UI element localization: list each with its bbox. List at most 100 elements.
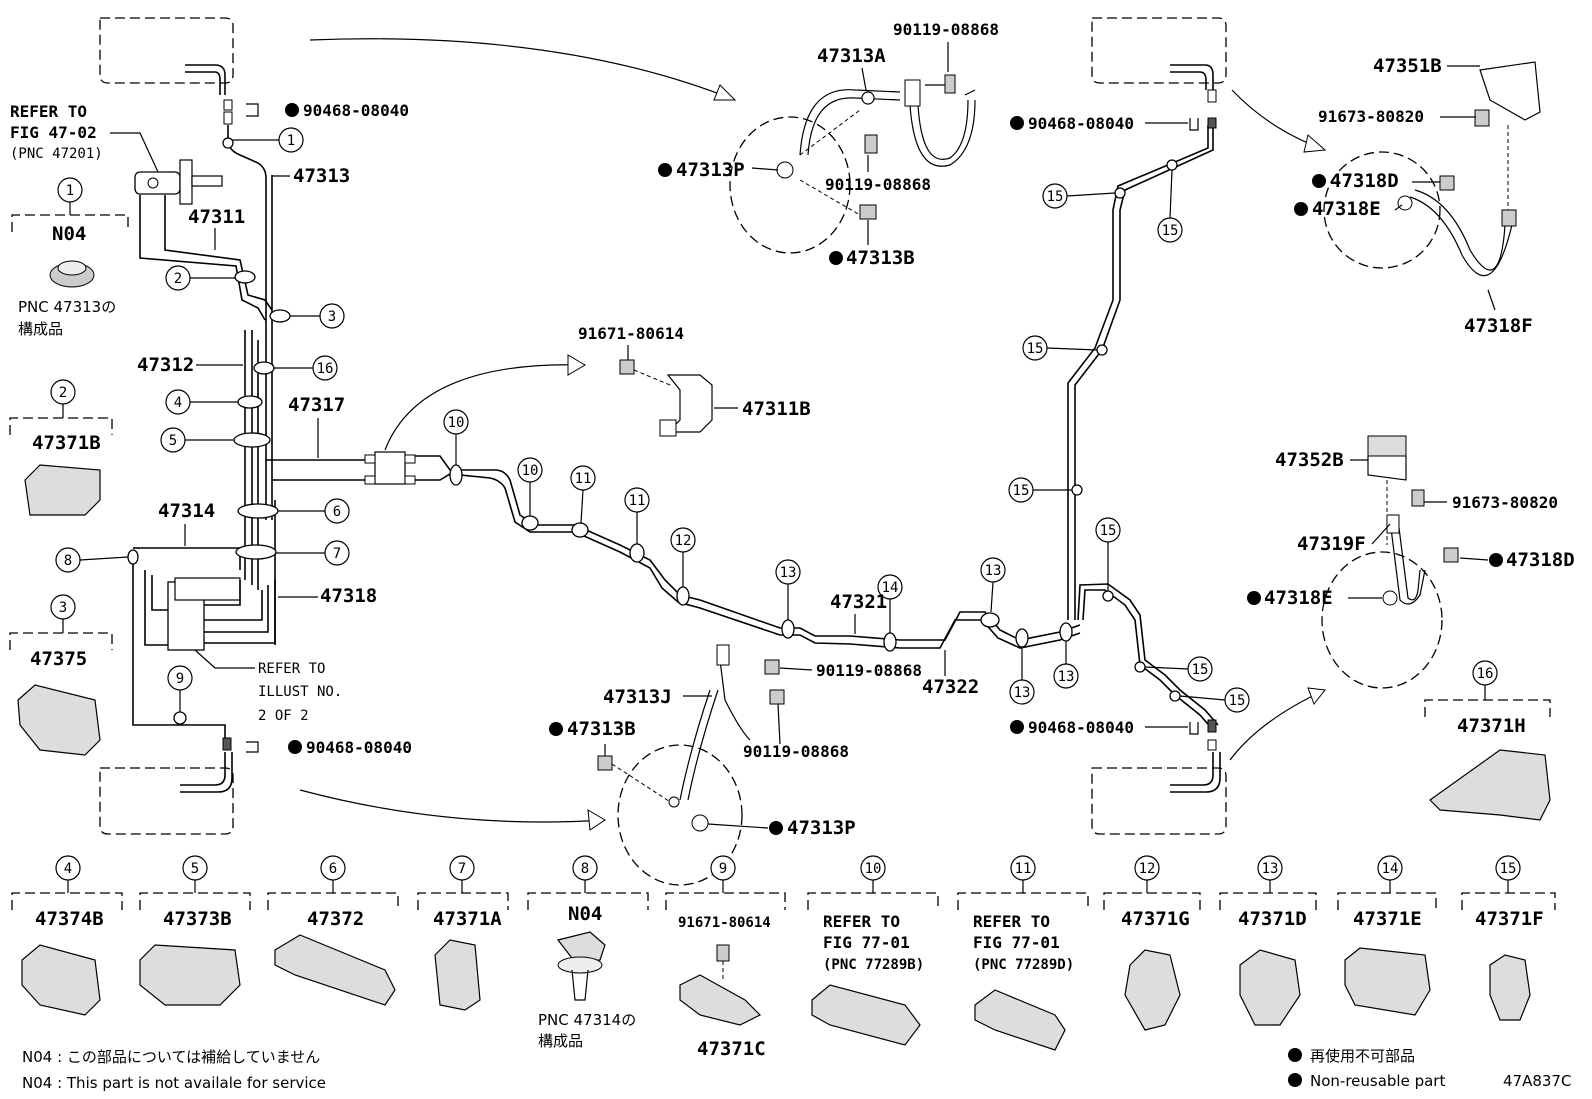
svg-text:15: 15 [1027, 341, 1044, 357]
svg-text:8: 8 [64, 553, 72, 569]
svg-text:PNC 47314の: PNC 47314の [538, 1011, 636, 1029]
legend-box-8: 8 N04 PNC 47314の 構成品 [527, 855, 649, 1050]
label-91673-a: 91673-80820 [1318, 107, 1424, 126]
svg-text:9: 9 [176, 671, 184, 687]
svg-text:47371B: 47371B [32, 432, 101, 454]
svg-text:13: 13 [1014, 685, 1031, 701]
refer-illust-line1: REFER TO [258, 661, 325, 677]
callout-13b: 13 [980, 557, 1006, 613]
svg-text:15: 15 [1192, 662, 1209, 678]
svg-text:7: 7 [333, 546, 341, 562]
legend-nonreusable-jp: 再使用不可部品 [1310, 1047, 1415, 1065]
callout-10b: 10 [517, 457, 543, 516]
svg-text:構成品: 構成品 [18, 320, 63, 338]
legend-box-4: 4 47374B [11, 855, 123, 1016]
hose-detail-front-right [1323, 61, 1541, 277]
part-labels: REFER TO FIG 47-02 (PNC 47201) 47313 473… [10, 20, 1575, 839]
label-47321: 47321 [830, 591, 887, 613]
svg-text:1: 1 [287, 133, 295, 149]
svg-text:PNC 47313の: PNC 47313の [18, 298, 116, 316]
legend-box-15: 15 47371F [1461, 855, 1556, 1021]
svg-text:FIG 77-01: FIG 77-01 [823, 933, 910, 952]
svg-text:10: 10 [448, 415, 465, 431]
flow-arrows [299, 38, 1327, 831]
svg-text:REFER TO: REFER TO [973, 912, 1050, 931]
svg-text:1: 1 [66, 183, 74, 199]
svg-text:3: 3 [59, 600, 67, 616]
label-90119-a: 90119-08868 [893, 20, 999, 39]
svg-text:3: 3 [328, 309, 336, 325]
callout-15g: 15 [1179, 687, 1250, 713]
svg-text:16: 16 [317, 361, 334, 377]
brake-pipes [132, 125, 1219, 745]
svg-text:11: 11 [1015, 861, 1032, 877]
svg-text:14: 14 [1382, 861, 1399, 877]
svg-text:FIG 77-01: FIG 77-01 [973, 933, 1060, 952]
callout-12: 12 [670, 527, 696, 587]
svg-text:11: 11 [575, 471, 592, 487]
callouts: 1 2 3 16 4 5 6 7 8 9 10 10 11 11 12 13 1… [55, 127, 1250, 713]
label-91671-a: 91671-80614 [578, 324, 684, 343]
svg-text:47371A: 47371A [433, 908, 502, 930]
svg-text:15: 15 [1013, 483, 1030, 499]
label-90119-b: 90119-08868 [825, 175, 931, 194]
svg-text:47371G: 47371G [1121, 908, 1190, 930]
svg-text:14: 14 [882, 580, 899, 596]
svg-text:6: 6 [333, 504, 341, 520]
svg-text:15: 15 [1500, 861, 1517, 877]
callout-4: 4 [165, 389, 238, 415]
svg-text:13: 13 [780, 565, 797, 581]
svg-text:13: 13 [985, 563, 1002, 579]
svg-text:15: 15 [1100, 523, 1117, 539]
label-47322: 47322 [922, 676, 979, 698]
figure-code: 47A837C [1503, 1072, 1571, 1090]
legend-box-10: 10 REFER TO FIG 77-01 (PNC 77289B) [807, 855, 939, 1046]
legend-box-11: 11 REFER TO FIG 77-01 (PNC 77289D) [957, 855, 1089, 1051]
svg-text:9: 9 [719, 861, 727, 877]
svg-text:15: 15 [1162, 223, 1179, 239]
callout-9: 9 [167, 665, 193, 712]
footer-notes: N04 : この部品については補給していません N04 : This part … [22, 1047, 1571, 1092]
label-47318E-a: 47318E [1312, 198, 1381, 220]
label-90468-fl: 90468-08040 [303, 101, 409, 120]
svg-text:47374B: 47374B [35, 908, 104, 930]
svg-text:11: 11 [629, 493, 646, 509]
label-47311: 47311 [188, 206, 245, 228]
callout-2: 2 [165, 265, 236, 291]
label-90468-rl: 90468-08040 [306, 738, 412, 757]
svg-text:47373B: 47373B [163, 908, 232, 930]
label-47312: 47312 [137, 354, 194, 376]
callout-15a: 15 [1042, 183, 1116, 209]
svg-text:10: 10 [865, 861, 882, 877]
legend-box-14: 14 47371E [1337, 855, 1437, 1016]
callout-7: 7 [276, 540, 350, 566]
svg-text:13: 13 [1262, 861, 1279, 877]
legend-box-12: 12 47371G [1103, 855, 1201, 1031]
callout-15b: 15 [1157, 169, 1183, 243]
svg-text:91671-80614: 91671-80614 [678, 915, 771, 931]
legend-box-9: 9 91671-80614 47371C [665, 855, 786, 1060]
legend-nonreusable-en: Non-reusable part [1310, 1072, 1445, 1090]
svg-text:47371C: 47371C [697, 1038, 766, 1060]
svg-text:47375: 47375 [30, 648, 87, 670]
hose-detail-rear-left [597, 644, 785, 886]
callout-13c: 13 [1009, 647, 1035, 705]
label-47314: 47314 [158, 500, 215, 522]
callout-16: 16 [274, 355, 338, 381]
callout-15c: 15 [1022, 335, 1098, 361]
label-47313B-a: 47313B [846, 247, 915, 269]
hose-detail-front-left [729, 74, 976, 254]
svg-text:5: 5 [169, 433, 177, 449]
label-47351B: 47351B [1373, 55, 1442, 77]
label-47352B: 47352B [1275, 449, 1344, 471]
svg-text:15: 15 [1229, 693, 1246, 709]
wheel-box-front-right [1091, 17, 1227, 90]
label-90468-rr: 90468-08040 [1028, 718, 1134, 737]
svg-text:12: 12 [675, 533, 692, 549]
svg-text:4: 4 [64, 861, 72, 877]
label-47319F: 47319F [1297, 533, 1366, 555]
label-47318F: 47318F [1464, 315, 1533, 337]
callout-6: 6 [278, 498, 350, 524]
callout-15d: 15 [1008, 477, 1072, 503]
